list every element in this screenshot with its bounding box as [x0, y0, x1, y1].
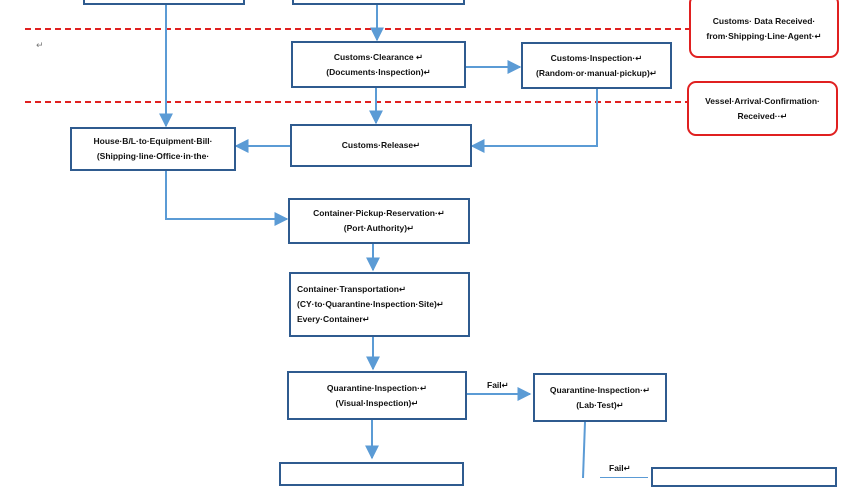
- customs-clearance-box: Customs·Clearance ↵ (Documents·Inspectio…: [291, 41, 466, 88]
- house-bl-line-1: House·B/L·to·Equipment·Bill·: [93, 136, 213, 146]
- customs-data-note: Customs· Data Received· from·Shipping·Li…: [689, 0, 839, 58]
- container-transport-line-3: Every·Container↵: [297, 314, 370, 324]
- customs-clearance-line-2: (Documents·Inspection)↵: [326, 66, 431, 77]
- top-left-box: [83, 0, 245, 5]
- container-pickup-line-1: Container·Pickup·Reservation·↵: [313, 208, 445, 218]
- container-transport-box: Container·Transportation↵ (CY·to·Quarant…: [289, 272, 470, 337]
- customs-data-note-line-1: Customs· Data Received·: [712, 16, 816, 26]
- customs-inspection-line-2: (Random·or·manual·pickup)↵: [536, 67, 657, 78]
- quarantine-lab-line-1: Quarantine·Inspection·↵: [549, 384, 651, 395]
- container-transport-line-2: (CY·to·Quarantine·Inspection·Site)↵: [297, 299, 444, 309]
- fail-label-lab: Fail↵: [487, 380, 509, 390]
- bottom-center-box: [279, 462, 464, 486]
- customs-release-label: Customs·Release↵: [341, 140, 421, 150]
- vessel-arrival-note-line-2: Received··↵: [737, 110, 788, 121]
- customs-data-note-line-2: from·Shipping·Line·Agent·↵: [706, 31, 822, 41]
- house-bl-line-2: (Shipping·line·Office·in·the·: [96, 151, 210, 161]
- bottom-right-box: [651, 467, 837, 487]
- customs-inspection-box: Customs·Inspection·↵ (Random·or·manual·p…: [521, 42, 672, 89]
- customs-inspection-line-1: Customs·Inspection·↵: [550, 52, 643, 63]
- vessel-arrival-note: Vessel·Arrival·Confirmation· Received··↵: [687, 81, 838, 136]
- quarantine-visual-box: Quarantine·Inspection·↵ (Visual·Inspecti…: [287, 371, 467, 420]
- top-center-box: [292, 0, 465, 5]
- quarantine-lab-line-2: (Lab·Test)↵: [576, 399, 624, 410]
- arrow-lab-down: [582, 421, 586, 478]
- fail-label-bottom: Fail↵: [609, 463, 631, 473]
- paragraph-mark: ↵: [36, 40, 44, 50]
- quarantine-visual-line-2: (Visual·Inspection)↵: [335, 397, 419, 408]
- vessel-arrival-note-line-1: Vessel·Arrival·Confirmation·: [705, 95, 820, 106]
- customs-clearance-line-1: Customs·Clearance ↵: [333, 51, 424, 62]
- quarantine-lab-box: Quarantine·Inspection·↵ (Lab·Test)↵: [533, 373, 667, 422]
- arrow-house-bl-to-pickup: [165, 171, 289, 226]
- container-transport-line-1: Container·Transportation↵: [297, 284, 407, 294]
- container-pickup-line-2: (Port·Authority)↵: [343, 223, 415, 233]
- quarantine-visual-line-1: Quarantine·Inspection·↵: [326, 382, 428, 393]
- container-pickup-box: Container·Pickup·Reservation·↵ (Port·Aut…: [288, 198, 470, 244]
- house-bl-box: House·B/L·to·Equipment·Bill· (Shipping·l…: [70, 127, 236, 171]
- customs-release-box: Customs·Release↵: [290, 124, 472, 167]
- arrow-inspection-to-release: [470, 89, 598, 153]
